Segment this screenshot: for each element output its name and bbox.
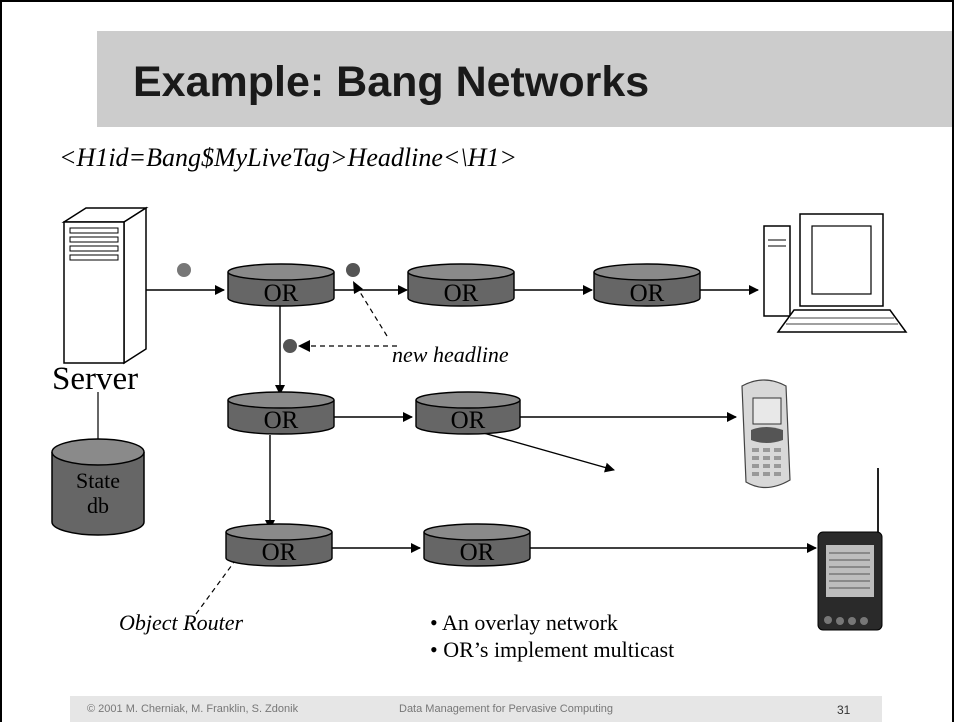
slide-title: Example: Bang Networks xyxy=(133,58,650,106)
bullet-multicast: • OR’s implement multicast xyxy=(430,637,674,662)
title-bar xyxy=(97,31,952,127)
state-db-label-line1: State xyxy=(76,468,120,493)
router-6-label: OR xyxy=(262,539,297,566)
message-dot-2 xyxy=(346,263,360,277)
page-number: 31 xyxy=(837,703,851,717)
new-headline-label: new headline xyxy=(392,342,509,367)
footer-course-title: Data Management for Pervasive Computing xyxy=(399,703,613,715)
router-4: OR xyxy=(227,391,335,435)
state-db-cylinder xyxy=(51,438,145,536)
mobile-phone-icon xyxy=(741,379,791,489)
router-3: OR xyxy=(593,263,701,307)
annotation-pointers xyxy=(195,283,400,615)
router-3-label: OR xyxy=(630,280,665,307)
server-icon xyxy=(61,206,149,365)
server-label: Server xyxy=(52,361,138,397)
desktop-computer-icon xyxy=(763,213,908,333)
router-5: OR xyxy=(415,391,521,435)
state-db-label-line2: db xyxy=(87,493,109,518)
router-7: OR xyxy=(423,523,531,567)
router-5-label: OR xyxy=(451,407,486,434)
bullet-overlay-network: • An overlay network xyxy=(430,610,618,635)
footer-copyright: © 2001 M. Cherniak, M. Franklin, S. Zdon… xyxy=(87,703,299,715)
pda-icon xyxy=(817,468,883,631)
router-2-label: OR xyxy=(444,280,479,307)
code-line: <H1id=Bang$MyLiveTag>Headline<\H1> xyxy=(59,143,517,172)
message-dot-1 xyxy=(177,263,191,277)
router-4-label: OR xyxy=(264,407,299,434)
router-7-label: OR xyxy=(460,539,495,566)
router-1-label: OR xyxy=(264,280,299,307)
router-6: OR xyxy=(225,523,333,567)
router-1: OR xyxy=(227,263,335,307)
network-links xyxy=(146,285,817,553)
footer-bar xyxy=(70,696,882,722)
message-dot-3 xyxy=(283,339,297,353)
object-router-label: Object Router xyxy=(119,610,243,635)
router-2: OR xyxy=(407,263,515,307)
